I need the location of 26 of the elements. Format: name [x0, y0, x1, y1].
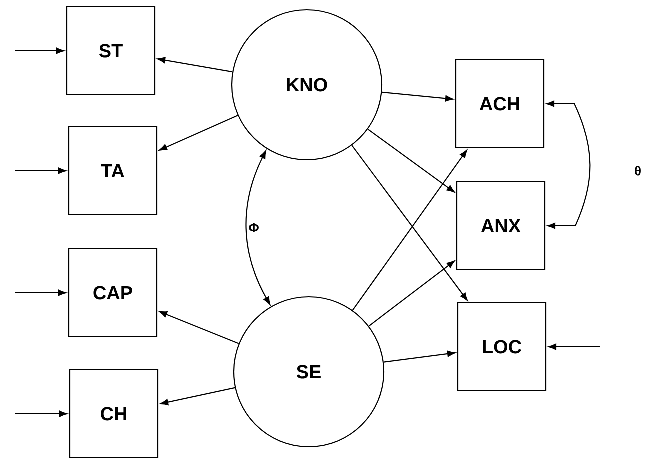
- arrow: [15, 410, 68, 418]
- box-node: ACH: [455, 59, 545, 149]
- curved-arrow: [546, 100, 591, 230]
- arrow: [15, 48, 65, 54]
- circle-node: KNO: [231, 9, 383, 161]
- box-node: LOC: [457, 302, 547, 392]
- arrow: [548, 344, 600, 350]
- arrow: [368, 260, 456, 327]
- arrow: [159, 115, 238, 151]
- circle-node: SE: [233, 296, 385, 448]
- box-node: TA: [68, 126, 158, 216]
- arrow: [382, 92, 454, 102]
- box-node: ANX: [456, 181, 546, 271]
- arrow: [15, 168, 67, 174]
- arrow: [368, 128, 456, 193]
- arrow: [160, 387, 236, 406]
- edge-label: Φ: [248, 222, 260, 234]
- edge-label: θ: [634, 165, 643, 177]
- arrow: [157, 57, 233, 73]
- arrow: [15, 290, 67, 296]
- box-node: CAP: [68, 248, 158, 338]
- box-node: CH: [69, 369, 159, 459]
- box-node: ST: [66, 6, 156, 96]
- arrow: [384, 350, 456, 363]
- arrow: [159, 311, 240, 344]
- curved-arrow: [246, 150, 271, 306]
